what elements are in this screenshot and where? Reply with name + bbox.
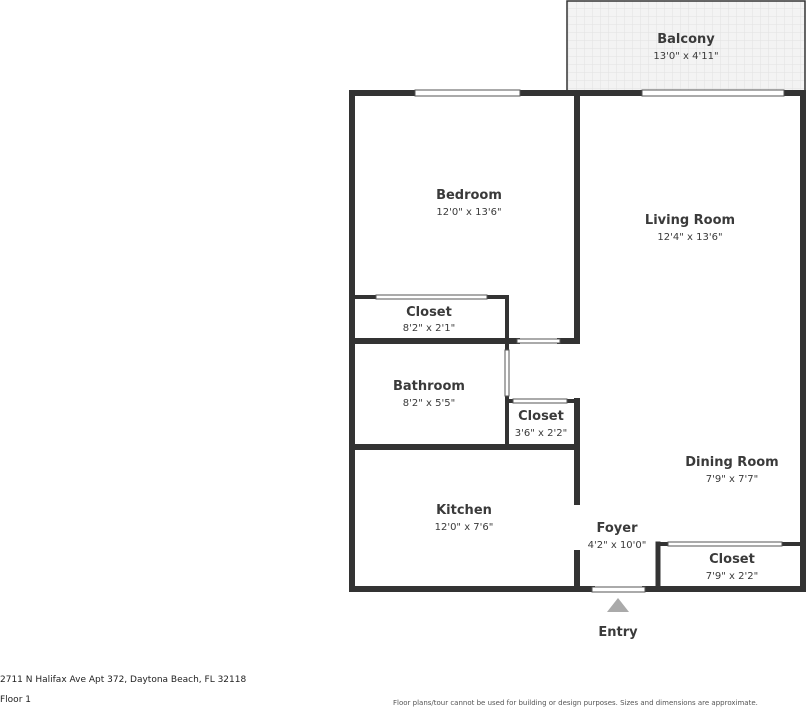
living-room-label: Living Room (645, 213, 735, 228)
balcony-dims: 13'0" x 4'11" (653, 51, 718, 62)
balcony-area (566, 0, 806, 92)
bedroom-dims: 12'0" x 13'6" (436, 207, 501, 218)
bedroom-closet-label: Closet (406, 305, 452, 320)
property-address: 2711 N Halifax Ave Apt 372, Daytona Beac… (0, 675, 247, 685)
dining-room-dims: 7'9" x 7'7" (706, 474, 758, 485)
walls (349, 90, 806, 592)
entry-closet-dims: 7'9" x 2'2" (706, 571, 758, 582)
disclaimer-text: Floor plans/tour cannot be used for buil… (393, 699, 758, 707)
floor-label: Floor 1 (0, 695, 31, 705)
foyer-label: Foyer (597, 521, 639, 536)
dining-room-label: Dining Room (685, 455, 778, 470)
bedroom-closet-dims: 8'2" x 2'1" (403, 323, 455, 334)
bedroom-label: Bedroom (436, 188, 502, 203)
balcony-label: Balcony (657, 32, 715, 47)
kitchen-dims: 12'0" x 7'6" (435, 522, 494, 533)
kitchen-label: Kitchen (436, 503, 492, 518)
living-room-dims: 12'4" x 13'6" (657, 232, 722, 243)
entry-arrow-icon (607, 598, 629, 612)
entry-label: Entry (598, 625, 638, 640)
windows (375, 89, 785, 593)
hall-closet-dims: 3'6" x 2'2" (515, 428, 567, 439)
foyer-dims: 4'2" x 10'0" (588, 540, 647, 551)
bathroom-label: Bathroom (393, 379, 465, 394)
entry-closet-label: Closet (709, 552, 755, 567)
hall-closet-label: Closet (518, 409, 564, 424)
bathroom-dims: 8'2" x 5'5" (403, 398, 455, 409)
